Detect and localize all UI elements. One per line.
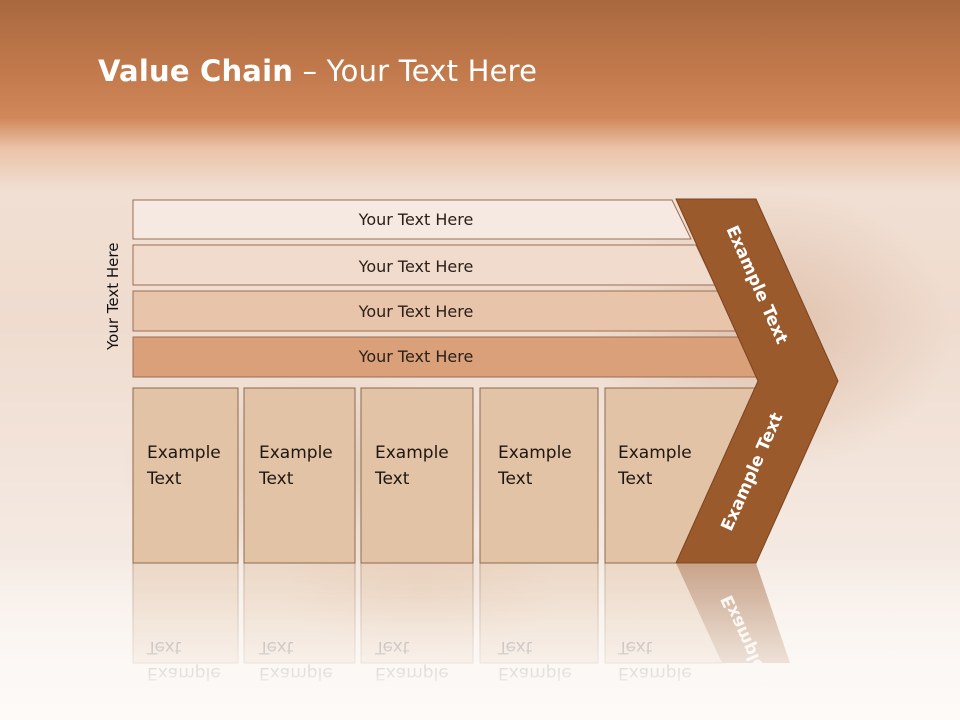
- box-3-line2: Text: [374, 469, 410, 489]
- box-5-line2: Text: [617, 469, 653, 489]
- bar-2-label: Your Text Here: [358, 257, 474, 276]
- box-4-line1: Example: [498, 443, 572, 463]
- box-4-line2: Text: [497, 469, 533, 489]
- reflection-box-3-line1: Example: [375, 663, 449, 683]
- reflection-box-1-line1: Example: [147, 663, 221, 683]
- bar-1: [132, 199, 692, 240]
- box-2: [243, 387, 356, 564]
- box-3-line1: Example: [375, 443, 449, 463]
- box-4: [479, 387, 599, 564]
- chevron-arrow: Example Text Example Text: [675, 198, 839, 564]
- reflection-chevron: [676, 563, 790, 663]
- reflection-box-2-line2: Text: [258, 637, 294, 657]
- reflection-box-3-line2: Text: [374, 637, 410, 657]
- reflection-box-1-line2: Text: [146, 637, 182, 657]
- reflection: Example Text Example Text Example Text E…: [132, 562, 790, 716]
- bar-3-label: Your Text Here: [358, 302, 474, 321]
- title-rest: – Your Text Here: [293, 54, 538, 88]
- chevron-shape: [675, 198, 839, 564]
- slide-title: Value Chain – Your Text Here: [98, 54, 537, 88]
- title-bold: Value Chain: [98, 54, 294, 88]
- reflection-box-5-line1: Example: [618, 663, 692, 683]
- box-2-line2: Text: [258, 469, 294, 489]
- reflection-box-2-line1: Example: [259, 663, 333, 683]
- box-1-line1: Example: [147, 443, 221, 463]
- box-2-line1: Example: [259, 443, 333, 463]
- reflection-box-4-line2: Text: [497, 637, 533, 657]
- reflection-box-2: [243, 562, 356, 664]
- box-3: [360, 387, 474, 564]
- bar-4-label: Your Text Here: [358, 347, 474, 366]
- reflection-box-4-line1: Example: [498, 663, 572, 683]
- box-1-line2: Text: [146, 469, 182, 489]
- box-5-line1: Example: [618, 443, 692, 463]
- reflection-box-1: [132, 562, 239, 664]
- header-band: [0, 0, 960, 190]
- bar-1-label: Your Text Here: [358, 210, 474, 229]
- bars: Your Text Here Your Text Here Your Text …: [132, 199, 764, 378]
- reflection-box-4: [479, 562, 599, 664]
- reflection-box-5-line2: Text: [617, 637, 653, 657]
- box-1: [132, 387, 239, 564]
- boxes: Example Text Example Text Example Text E…: [132, 387, 761, 564]
- reflection-box-3: [360, 562, 474, 664]
